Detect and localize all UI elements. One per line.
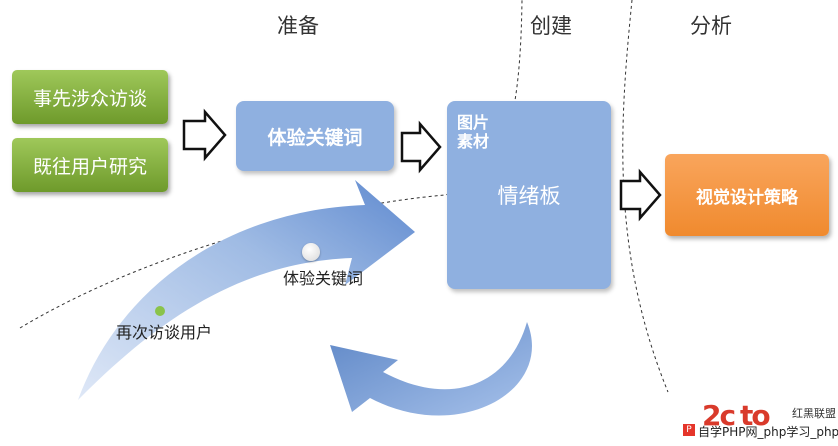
arrow-keywords-to-moodboard [400, 120, 442, 174]
phase-analyze-label: 分析 [690, 14, 732, 38]
past-research-label: 既往用户研究 [32, 155, 147, 178]
curve-revisit-label: 再次访谈用户 [116, 323, 213, 342]
strategy-box: 视觉设计策略 [665, 154, 829, 236]
keywords-marker-dot [302, 243, 320, 261]
phase-divider-left [19, 0, 523, 329]
phase-prepare-label: 准备 [277, 14, 319, 38]
watermark-php-icon: P [683, 424, 695, 436]
strategy-label: 视觉设计策略 [696, 187, 798, 208]
mood-board-sublabel: 图片 素材 [457, 113, 489, 151]
svg-text:2c: 2c [702, 400, 734, 428]
svg-text:to: to [740, 400, 770, 428]
past-research-box: 既往用户研究 [12, 138, 168, 192]
keywords-box-label: 体验关键词 [267, 126, 363, 149]
mood-board-sub-images: 图片 [457, 113, 490, 132]
interviews-label: 事先涉众访谈 [32, 87, 147, 110]
arrow-moodboard-to-strategy [619, 168, 662, 222]
watermark-text: 自学PHP网_php学习_php教 [698, 425, 838, 439]
big-curved-arrow [78, 180, 415, 400]
feedback-loop-arrow [330, 322, 532, 416]
mood-board-title: 情绪板 [497, 184, 561, 208]
keywords-box: 体验关键词 [236, 101, 394, 171]
mood-board-box: 情绪板 图片 素材 [447, 101, 611, 289]
watermark-brand: 红黑联盟 [792, 407, 836, 420]
curve-keywords-label: 体验关键词 [283, 269, 364, 288]
arrow-inputs-to-keywords [182, 108, 227, 162]
revisit-marker-dot [155, 306, 165, 316]
watermark-logo: 2c to [700, 399, 790, 432]
interviews-box: 事先涉众访谈 [12, 70, 168, 124]
phase-create-label: 创建 [530, 14, 572, 38]
mood-board-sub-materials: 素材 [457, 132, 490, 151]
